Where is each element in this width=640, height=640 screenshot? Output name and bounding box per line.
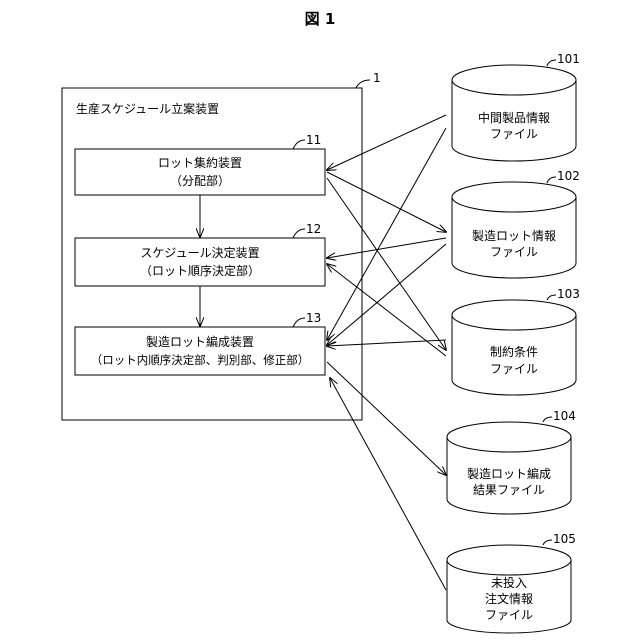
file-105-line-3: ファイル xyxy=(485,608,533,622)
unit-12-line-2: （ロット順序決定部） xyxy=(140,263,260,278)
file-101-ref: 101 xyxy=(557,52,580,66)
unit-lot-aggregation: ロット集約装置 （分配部） 11 xyxy=(75,133,325,195)
file-101-line-1: 中間製品情報 xyxy=(478,110,550,125)
unit-13-leader-line xyxy=(293,318,305,327)
file-103-line-1: 制約条件 xyxy=(490,344,538,359)
file-103-ref: 103 xyxy=(557,287,580,301)
unit-11-leader-line xyxy=(293,140,305,149)
file-101-cylinder: 中間製品情報 ファイル 101 xyxy=(452,52,580,161)
unit-12-line-1: スケジュール決定装置 xyxy=(140,245,259,260)
unit-12-leader-line xyxy=(293,229,305,238)
file-105-leader-line xyxy=(543,540,552,545)
file-103-line-2: ファイル xyxy=(490,362,538,376)
file-105-cylinder: 未投入 注文情報 ファイル 105 xyxy=(447,532,576,633)
file-105-line-2: 注文情報 xyxy=(485,591,533,606)
arrow-file103-to-unit12 xyxy=(327,264,446,356)
file-104-leader-line xyxy=(543,417,552,422)
file-105-ref: 105 xyxy=(553,532,576,546)
file-103-cylinder: 制約条件 ファイル 103 xyxy=(452,287,580,395)
file-101-line-2: ファイル xyxy=(490,127,538,141)
unit-12-ref: 12 xyxy=(306,222,321,236)
file-102-ref: 102 xyxy=(557,169,580,183)
file-102-line-1: 製造ロット情報 xyxy=(472,229,556,243)
file-104-ref: 104 xyxy=(553,409,576,423)
file-102-cylinder: 製造ロット情報 ファイル 102 xyxy=(452,169,580,278)
arrow-file103-to-unit13 xyxy=(327,340,446,346)
file-102-leader-line xyxy=(547,177,556,183)
file-104-cylinder: 製造ロット編成 結果ファイル 104 xyxy=(447,409,576,514)
unit-13-ref: 13 xyxy=(306,311,321,325)
file-105-line-1: 未投入 xyxy=(491,575,527,590)
arrow-file101-to-unit11 xyxy=(327,115,446,170)
unit-11-ref: 11 xyxy=(306,133,321,147)
file-104-line-2: 結果ファイル xyxy=(473,483,545,497)
figure-title: 図 1 xyxy=(305,10,336,28)
arrow-file105-to-unit13 xyxy=(330,378,446,590)
apparatus-label: 生産スケジュール立案装置 xyxy=(76,101,219,116)
arrow-unit11-to-file103 xyxy=(327,178,446,350)
unit-13-line-2: （ロット内順序決定部、判別部、修正部） xyxy=(91,353,310,367)
connector-arrows xyxy=(327,115,446,590)
file-101-leader-line xyxy=(547,60,556,66)
apparatus-ref: 1 xyxy=(373,71,381,85)
arrow-file102-to-unit13 xyxy=(327,244,446,345)
file-102-line-2: ファイル xyxy=(490,245,538,259)
file-104-line-1: 製造ロット編成 xyxy=(467,466,551,481)
arrow-file102-to-unit12 xyxy=(327,238,446,258)
file-103-leader-line xyxy=(547,295,556,300)
arrow-file101-to-unit13 xyxy=(327,128,446,340)
unit-13-line-1: 製造ロット編成装置 xyxy=(146,334,254,349)
arrow-unit11-to-file102 xyxy=(327,172,446,232)
unit-11-line-2: （分配部） xyxy=(170,173,230,188)
unit-11-line-1: ロット集約装置 xyxy=(158,155,242,170)
arrow-unit13-to-file104 xyxy=(327,362,446,475)
apparatus-leader-line xyxy=(356,80,370,88)
